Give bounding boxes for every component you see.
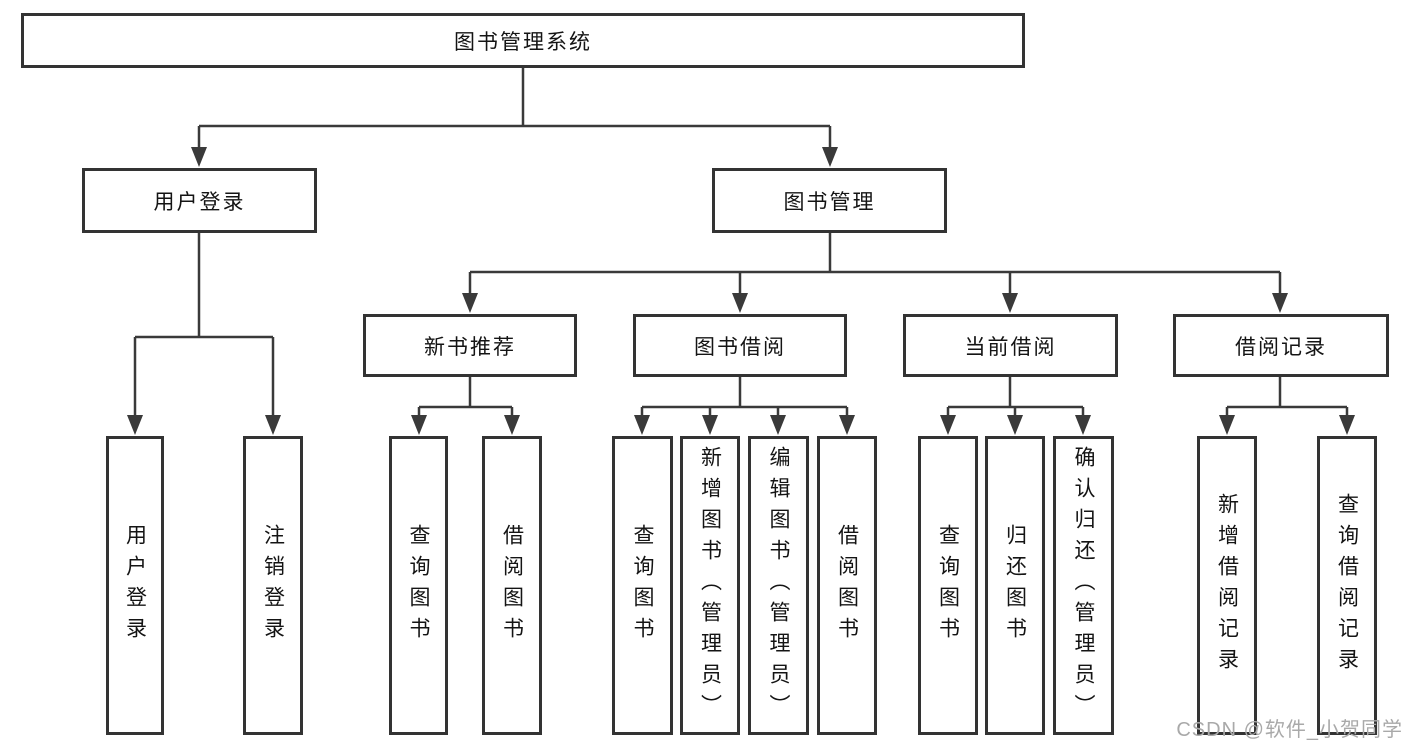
- node-label: 归还图书: [1003, 523, 1027, 648]
- node-label: 借阅图书: [500, 523, 524, 648]
- node-label: 查询借阅记录: [1335, 492, 1359, 679]
- leaf-edit-book-admin: 编辑图书（管理员）: [748, 436, 809, 735]
- node-label: 新增借阅记录: [1215, 492, 1239, 679]
- node-label: 用户登录: [123, 523, 147, 648]
- node-label: 用户登录: [153, 190, 246, 214]
- node-label: 图书管理系统: [454, 30, 592, 54]
- node-book-management-branch: 图书管理: [712, 168, 947, 233]
- connector-book-borrow-to-leaves: [634, 377, 855, 435]
- node-library-management-system: 图书管理系统: [21, 13, 1025, 68]
- node-label: 借阅图书: [835, 523, 859, 648]
- connector-new-book-rec-to-leaves: [411, 377, 520, 435]
- leaf-query-borrow-record: 查询借阅记录: [1317, 436, 1377, 735]
- leaf-add-borrow-record: 新增借阅记录: [1197, 436, 1257, 735]
- csdn-watermark: CSDN @软件_小贺同学: [1176, 719, 1403, 741]
- node-label: 新增图书（管理员）: [698, 446, 722, 725]
- connector-borrow-records-to-leaves: [1219, 377, 1355, 435]
- node-label: 查询图书: [631, 523, 654, 648]
- leaf-logout: 注销登录: [243, 436, 303, 735]
- node-current-borrowing: 当前借阅: [903, 314, 1118, 377]
- node-label: 图书管理: [783, 190, 876, 214]
- node-new-book-recommendation: 新书推荐: [363, 314, 577, 377]
- node-book-borrowing: 图书借阅: [633, 314, 847, 377]
- node-label: 编辑图书（管理员）: [767, 446, 790, 725]
- node-label: 新书推荐: [424, 335, 516, 359]
- node-label: 借阅记录: [1235, 335, 1327, 359]
- leaf-borrow-books-recommend: 借阅图书: [482, 436, 542, 735]
- leaf-borrow-book: 借阅图书: [817, 436, 877, 735]
- leaf-user-login: 用户登录: [106, 436, 164, 735]
- leaf-query-books-current: 查询图书: [918, 436, 978, 735]
- leaf-return-book: 归还图书: [985, 436, 1045, 735]
- leaf-query-books-borrow: 查询图书: [612, 436, 673, 735]
- leaf-add-book-admin: 新增图书（管理员）: [680, 436, 740, 735]
- node-label: 注销登录: [261, 523, 285, 648]
- node-user-login-branch: 用户登录: [82, 168, 317, 233]
- leaf-query-books-recommend: 查询图书: [389, 436, 448, 735]
- node-borrowing-records: 借阅记录: [1173, 314, 1389, 377]
- leaf-confirm-return-admin: 确认归还（管理员）: [1053, 436, 1114, 735]
- connector-user-login-to-leaves: [127, 233, 281, 435]
- connector-root-to-level2: [191, 68, 838, 167]
- connector-current-borrow-to-leaves: [940, 377, 1091, 435]
- node-label: 当前借阅: [964, 335, 1057, 359]
- connector-book-mgmt-to-level3: [462, 233, 1288, 313]
- node-label: 查询图书: [407, 523, 430, 648]
- node-label: 确认归还（管理员）: [1072, 446, 1095, 725]
- node-label: 查询图书: [936, 523, 960, 648]
- node-label: 图书借阅: [694, 335, 786, 359]
